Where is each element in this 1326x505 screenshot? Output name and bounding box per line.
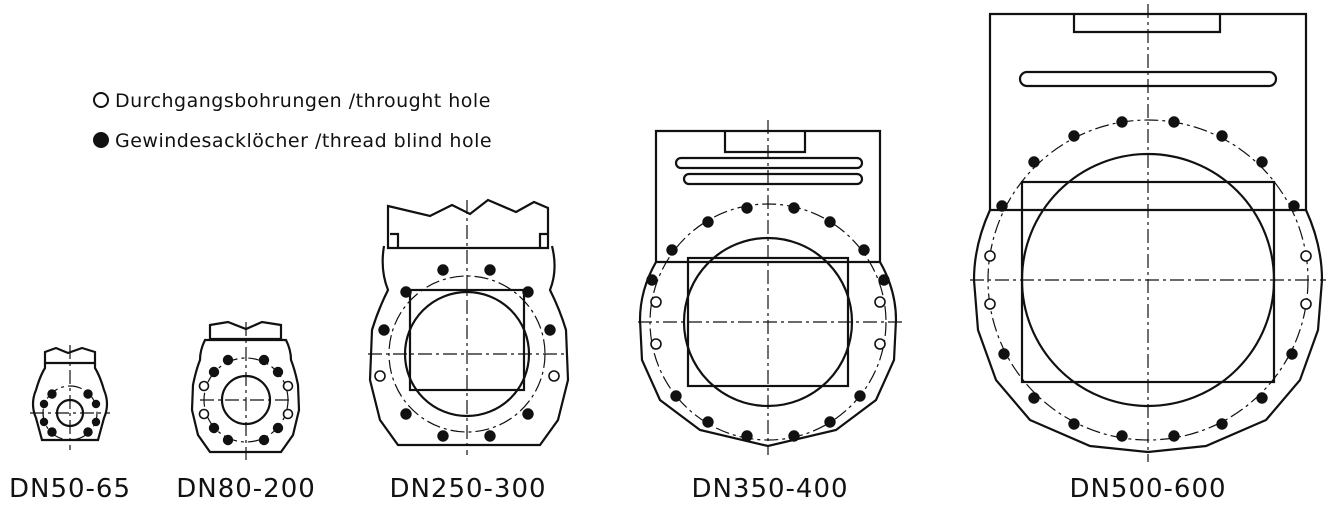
drawing-dn500-600 <box>970 4 1326 462</box>
label-dn350-400: DN350-400 <box>691 474 849 504</box>
legend-blind-hole-text: Gewindesacklöcher /thread blind hole <box>115 130 493 152</box>
label-dn80-200: DN80-200 <box>176 474 316 504</box>
drawing-dn80-200 <box>190 320 301 460</box>
label-dn50-65: DN50-65 <box>8 474 132 504</box>
drawing-dn350-400 <box>638 120 904 455</box>
drawing-dn250-300 <box>368 198 570 455</box>
open-circle-icon <box>93 92 109 108</box>
legend-blind-hole: Gewindesacklöcher /thread blind hole <box>93 130 492 152</box>
filled-circle-icon <box>93 132 109 148</box>
legend-through-hole: Durchgangsbohrungen /throught hole <box>93 90 491 112</box>
label-dn250-300: DN250-300 <box>389 474 547 504</box>
legend-through-hole-text: Durchgangsbohrungen /throught hole <box>115 90 491 112</box>
drawing-dn50-65 <box>30 345 110 450</box>
label-dn500-600: DN500-600 <box>1069 474 1227 504</box>
